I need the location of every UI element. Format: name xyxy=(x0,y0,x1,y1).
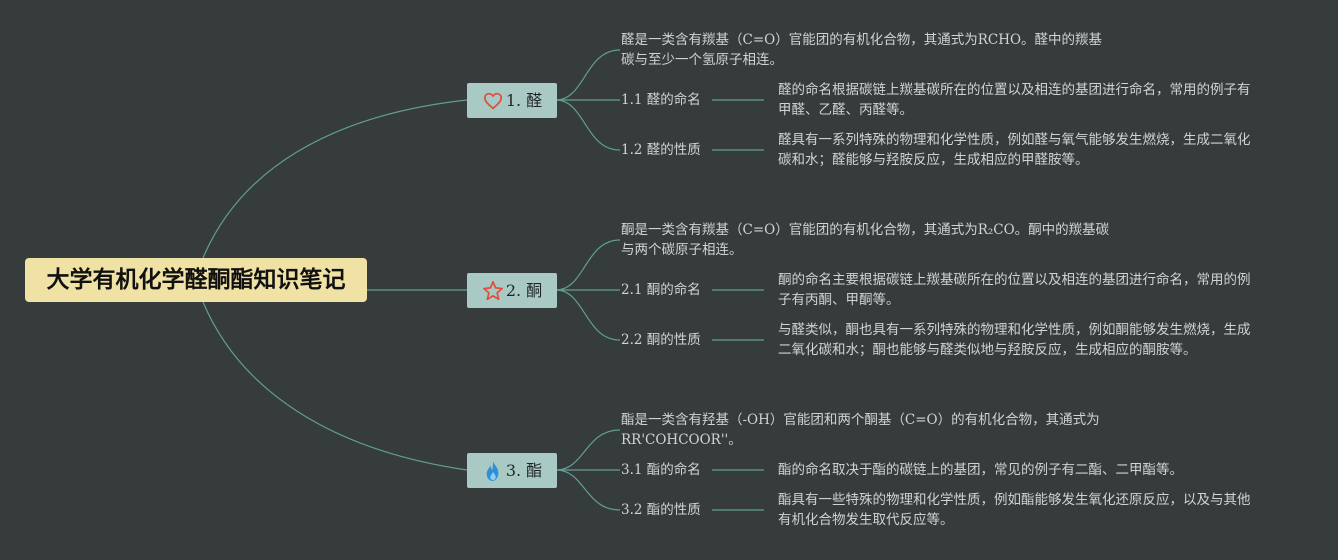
link-t3-sub2 xyxy=(555,469,621,511)
detail-line: 子有丙酮、甲酮等。 xyxy=(778,292,900,308)
description-line: 碳与至少一个氢原子相连。 xyxy=(621,52,783,68)
topic-aldehyde[interactable]: 1. 醛 xyxy=(467,83,557,118)
topic-description[interactable]: 酮是一类含有羰基（C=O）官能团的有机化合物，其通式为R₂CO。酮中的羰基碳 与… xyxy=(621,220,1109,260)
subtopic-detail[interactable]: 与醛类似，酮也具有一系列特殊的物理和化学性质，例如酮能够发生燃烧，生成 二氧化碳… xyxy=(778,320,1251,360)
subtopic-properties[interactable]: 1.2 醛的性质 xyxy=(621,142,701,158)
subtopic-detail[interactable]: 醛的命名根据碳链上羰基碳所在的位置以及相连的基团进行命名，常用的例子有 甲醛、乙… xyxy=(778,80,1251,120)
topic-description[interactable]: 酯是一类含有羟基（-OH）官能团和两个酮基（C=O）的有机化合物，其通式为 RR… xyxy=(621,410,1100,450)
detail-line: 有机化合物发生取代反应等。 xyxy=(778,512,954,528)
link-root-topic3 xyxy=(202,301,468,471)
heart-icon xyxy=(482,90,504,112)
root-topic[interactable]: 大学有机化学醛酮酯知识笔记 xyxy=(25,258,367,302)
link-t2-desc xyxy=(555,239,621,291)
detail-line: 酯的命名取决于酯的碳链上的基团，常见的例子有二酯、二甲酯等。 xyxy=(778,462,1183,478)
description-line: 酯是一类含有羟基（-OH）官能团和两个酮基（C=O）的有机化合物，其通式为 xyxy=(621,412,1100,428)
subtopic-naming[interactable]: 1.1 醛的命名 xyxy=(621,92,701,108)
link-root-topic1 xyxy=(202,99,468,259)
subtopic-naming[interactable]: 3.1 酯的命名 xyxy=(621,462,701,478)
subtopic-detail[interactable]: 酯的命名取决于酯的碳链上的基团，常见的例子有二酯、二甲酯等。 xyxy=(778,460,1183,480)
detail-line: 醛的命名根据碳链上羰基碳所在的位置以及相连的基团进行命名，常用的例子有 xyxy=(778,82,1251,98)
detail-line: 醛具有一系列特殊的物理和化学性质，例如醛与氧气能够发生燃烧，生成二氧化 xyxy=(778,132,1251,148)
topic-ester[interactable]: 3. 酯 xyxy=(467,453,557,488)
topic-label: 1. 醛 xyxy=(505,91,543,110)
subtopic-detail[interactable]: 醛具有一系列特殊的物理和化学性质，例如醛与氧气能够发生燃烧，生成二氧化 碳和水；… xyxy=(778,130,1251,170)
detail-line: 与醛类似，酮也具有一系列特殊的物理和化学性质，例如酮能够发生燃烧，生成 xyxy=(778,322,1251,338)
detail-line: 酯具有一些特殊的物理和化学性质，例如酯能够发生氧化还原反应，以及与其他 xyxy=(778,492,1251,508)
link-t3-desc xyxy=(555,429,621,471)
fire-icon xyxy=(482,460,504,482)
description-line: 与两个碳原子相连。 xyxy=(621,242,743,258)
detail-line: 碳和水；醛能够与羟胺反应，生成相应的甲醛胺等。 xyxy=(778,152,1089,168)
detail-line: 酮的命名主要根据碳链上羰基碳所在的位置以及相连的基团进行命名，常用的例 xyxy=(778,272,1251,288)
description-line: 醛是一类含有羰基（C=O）官能团的有机化合物，其通式为RCHO。醛中的羰基 xyxy=(621,32,1103,48)
topic-description[interactable]: 醛是一类含有羰基（C=O）官能团的有机化合物，其通式为RCHO。醛中的羰基 碳与… xyxy=(621,30,1102,70)
subtopic-properties[interactable]: 3.2 酯的性质 xyxy=(621,502,701,518)
detail-line: 二氧化碳和水；酮也能够与醛类似地与羟胺反应，生成相应的酮胺等。 xyxy=(778,342,1197,358)
topic-label: 3. 酯 xyxy=(505,461,543,480)
detail-line: 甲醛、乙醛、丙醛等。 xyxy=(778,102,913,118)
link-t1-sub2 xyxy=(555,99,621,151)
link-t2-sub2 xyxy=(555,289,621,341)
topic-label: 2. 酮 xyxy=(505,281,543,300)
subtopic-detail[interactable]: 酮的命名主要根据碳链上羰基碳所在的位置以及相连的基团进行命名，常用的例 子有丙酮… xyxy=(778,270,1251,310)
description-line: 酮是一类含有羰基（C=O）官能团的有机化合物，其通式为R₂CO。酮中的羰基碳 xyxy=(621,222,1110,238)
star-icon xyxy=(482,280,504,302)
description-line: RR'COHCOOR''。 xyxy=(621,432,742,448)
topic-ketone[interactable]: 2. 酮 xyxy=(467,273,557,308)
subtopic-properties[interactable]: 2.2 酮的性质 xyxy=(621,332,701,348)
subtopic-naming[interactable]: 2.1 酮的命名 xyxy=(621,282,701,298)
subtopic-detail[interactable]: 酯具有一些特殊的物理和化学性质，例如酯能够发生氧化还原反应，以及与其他 有机化合… xyxy=(778,490,1251,530)
link-t1-desc xyxy=(555,49,621,101)
